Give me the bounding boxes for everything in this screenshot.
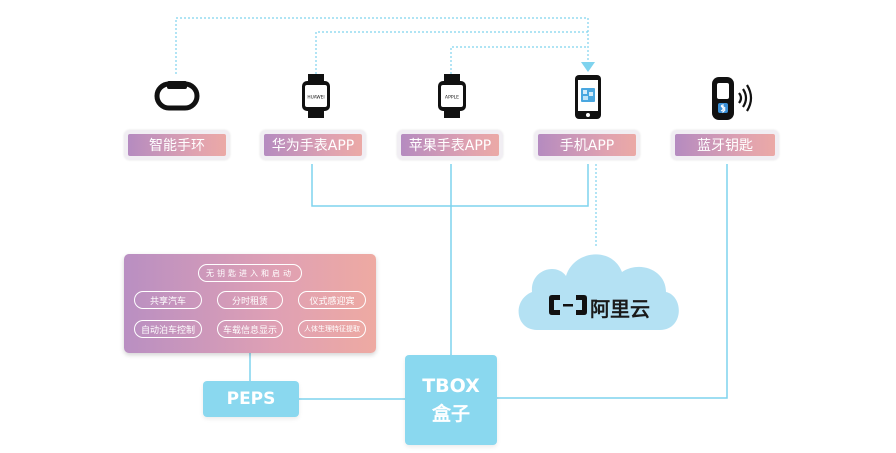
aliyun-logo-icon	[549, 295, 587, 315]
apple-watch-icon: APPLE	[438, 74, 466, 118]
svg-text:HUAWEI: HUAWEI	[307, 95, 324, 101]
arrow-down-icon	[581, 62, 595, 72]
cloud-label: 阿里云	[590, 297, 650, 321]
device-label-huawei-watch: 华为手表APP	[260, 130, 366, 160]
peps-box: PEPS	[203, 381, 299, 417]
feature-item: 人体生理特征提取	[298, 320, 366, 338]
smart-band-icon	[154, 81, 200, 111]
feature-item: 共享汽车	[134, 291, 202, 309]
huawei-to-phone-dotted	[315, 31, 588, 74]
bluetooth-key-icon	[712, 77, 753, 120]
apple-to-phone-dotted	[450, 46, 588, 74]
band-to-phone-dotted	[175, 17, 589, 74]
feature-title: 无钥匙进入和启动	[198, 264, 302, 282]
device-label-text: 手机APP	[559, 138, 615, 154]
features-panel: 无钥匙进入和启动 共享汽车 分时租赁 仪式感迎宾 自动泊车控制 车载信息显示 人…	[124, 254, 376, 353]
device-label-text: 华为手表APP	[271, 138, 355, 154]
apps-to-tbox-line	[311, 164, 589, 207]
svg-text:APPLE: APPLE	[445, 95, 459, 101]
phone-app-icon	[575, 75, 601, 119]
feature-item: 仪式感迎宾	[298, 291, 366, 309]
device-label-apple-watch: 苹果手表APP	[397, 130, 503, 160]
device-label-smart-band: 智能手环	[124, 130, 230, 160]
tbox-box: TBOX 盒子	[405, 355, 497, 445]
bluetooth-key-to-tbox-line	[497, 164, 728, 399]
feature-item: 自动泊车控制	[134, 320, 202, 338]
device-label-text: 智能手环	[149, 138, 205, 154]
device-label-phone-app: 手机APP	[534, 130, 640, 160]
peps-label: PEPS	[226, 389, 276, 409]
huawei-watch-icon: HUAWEI	[302, 74, 330, 118]
feature-item: 分时租赁	[217, 291, 283, 309]
feature-item: 车载信息显示	[217, 320, 283, 338]
tbox-label-line2: 盒子	[431, 403, 470, 425]
device-label-bluetooth-key: 蓝牙钥匙	[671, 130, 779, 160]
device-label-text: 蓝牙钥匙	[697, 138, 753, 154]
tbox-label-line1: TBOX	[422, 375, 480, 397]
device-label-text: 苹果手表APP	[408, 138, 492, 154]
